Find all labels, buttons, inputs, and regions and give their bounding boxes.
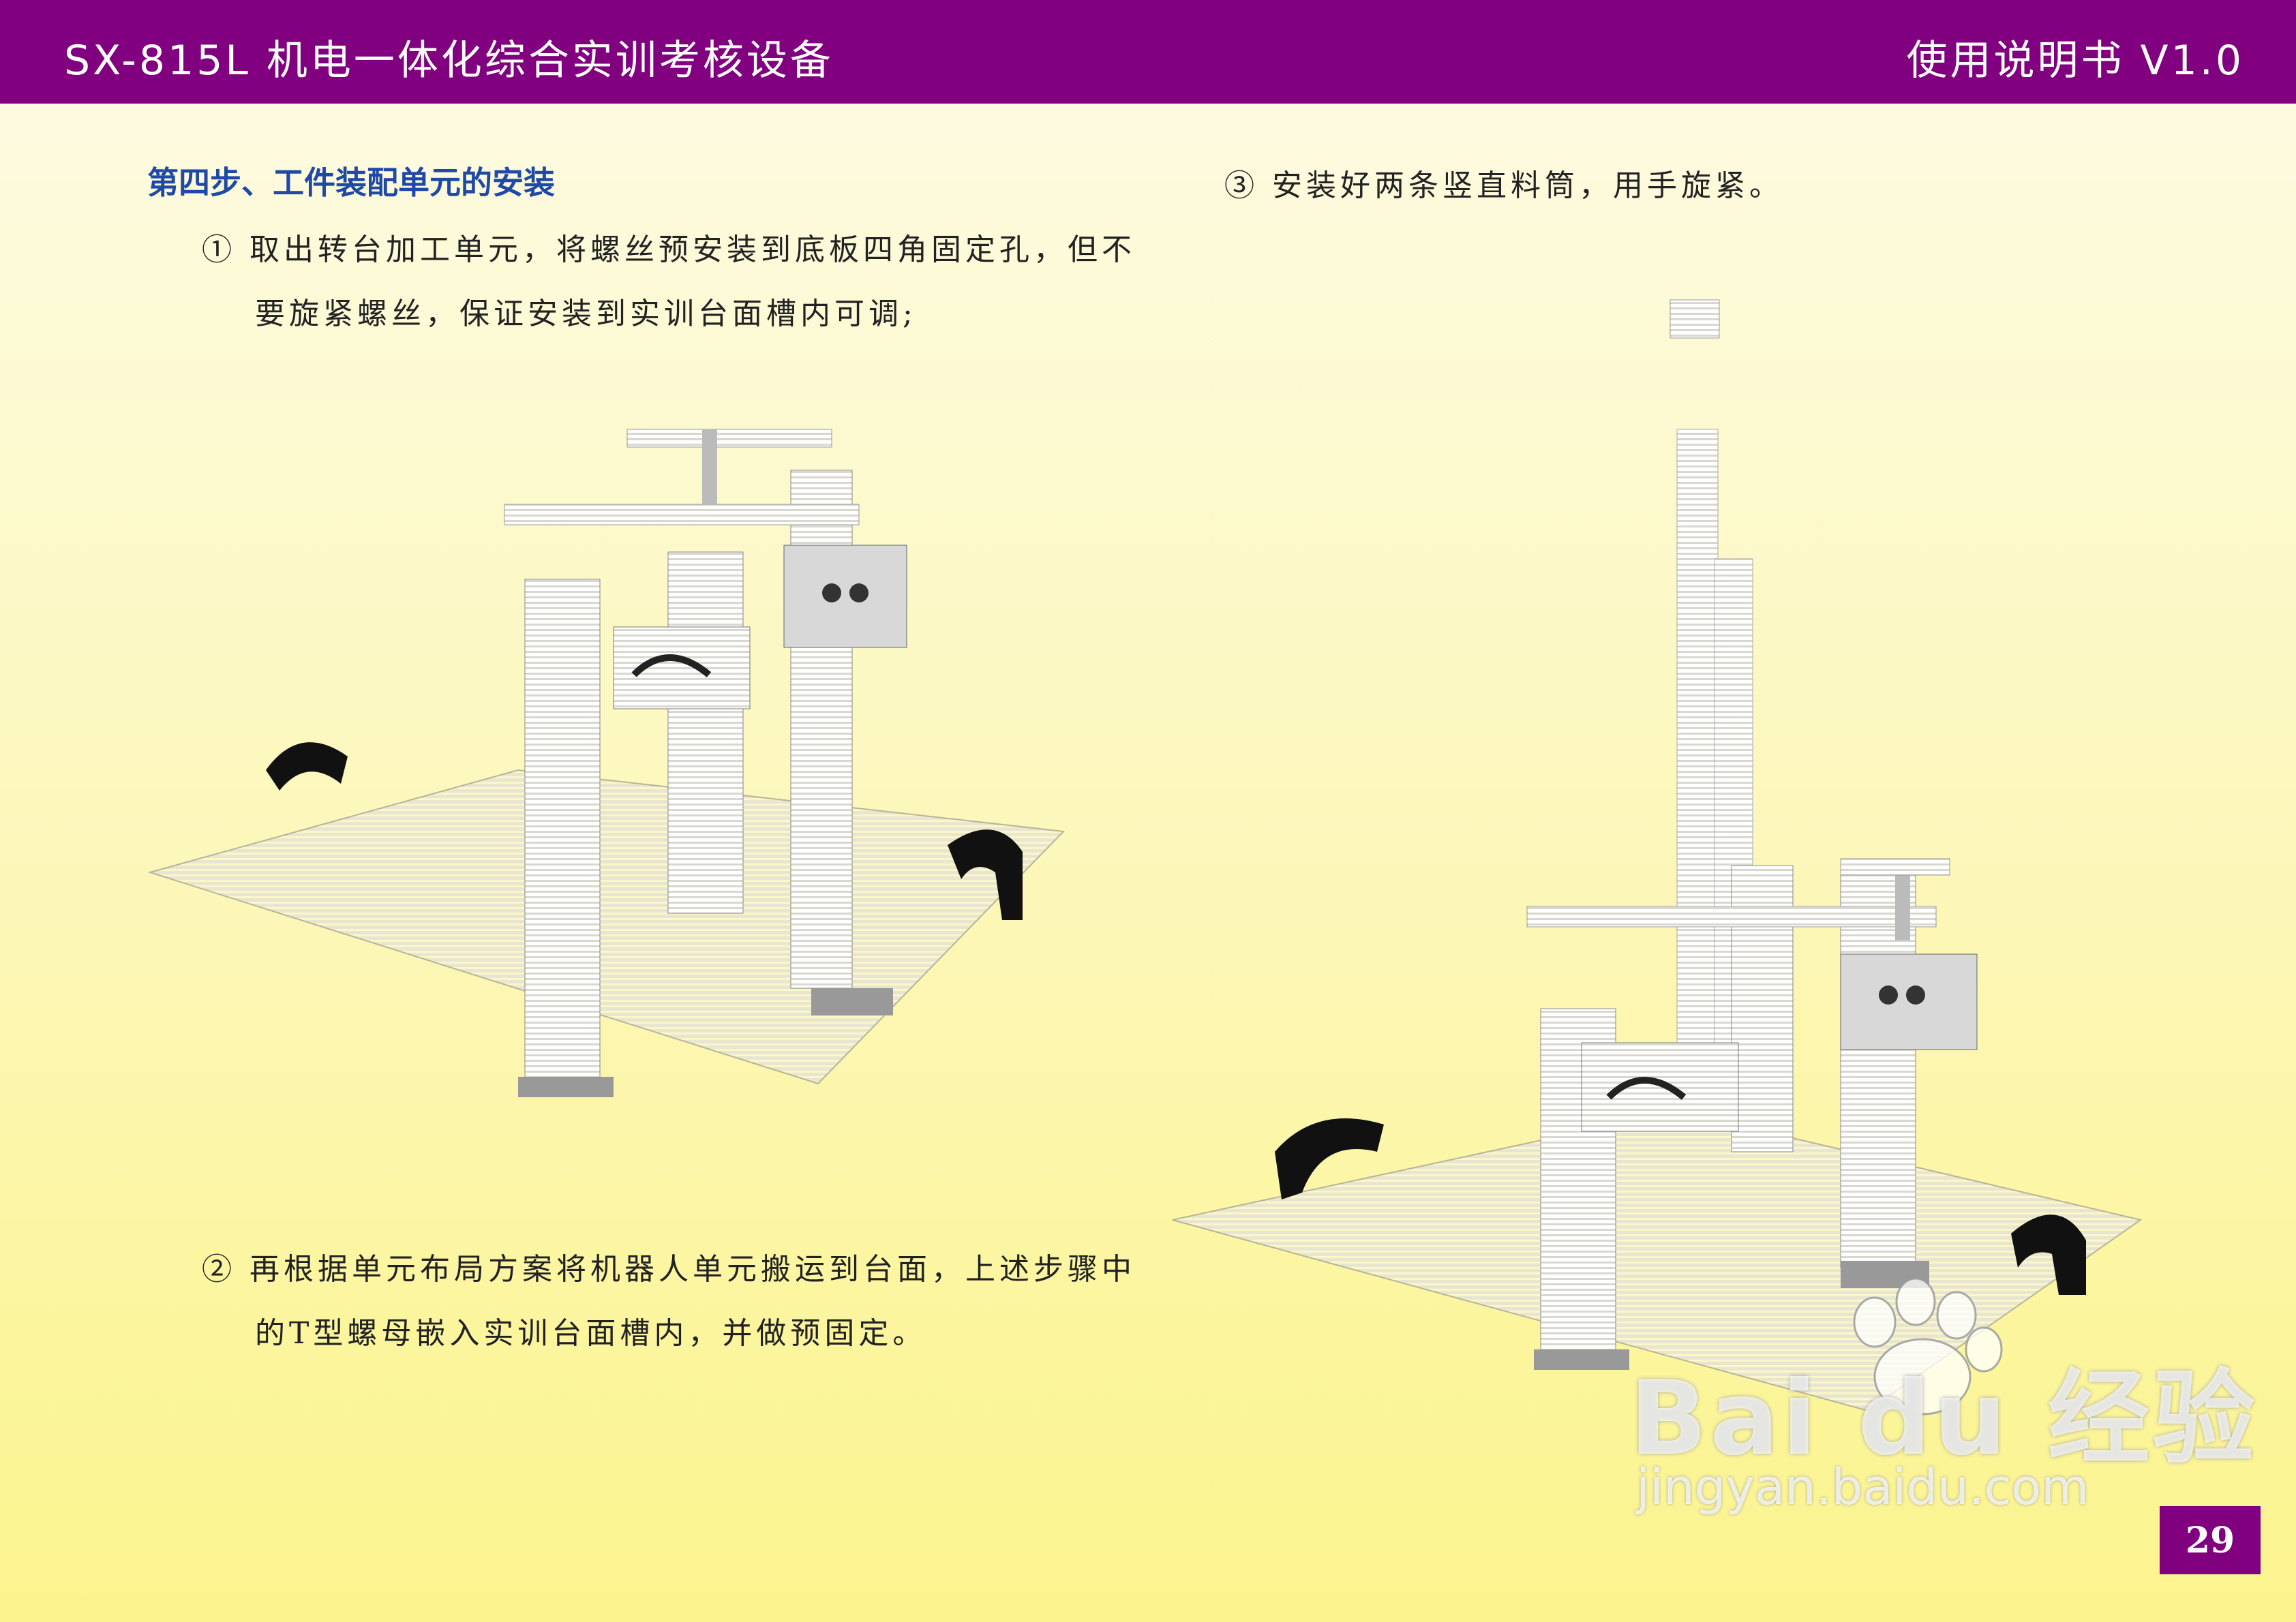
step-3-text: ③ 安装好两条竖直料筒，用手旋紧。 [1224,168,1783,203]
step-1-line-1: ① 取出转台加工单元，将螺丝预安装到底板四角固定孔，但不 [202,232,1136,267]
page-number: 29 [2160,1506,2261,1574]
step-1-line-2: 要旋紧螺丝，保证安装到实训台面槽内可调; [255,296,917,331]
step-2-line-1: ② 再根据单元布局方案将机器人单元搬运到台面，上述步骤中 [202,1252,1136,1287]
baidu-watermark: Bai du 经验 [1629,1360,2258,1478]
header-bar: SX-815L 机电一体化综合实训考核设备 使用说明书 V1.0 [0,0,2296,104]
assembly-unit-figure-2 [1172,299,2143,1411]
paw-logo-icon [1853,1277,2003,1416]
watermark-url: jingyan.baidu.com [1636,1458,2089,1516]
step-2-line-2: 的T型螺母嵌入实训台面槽内，并做预固定。 [255,1316,927,1351]
manual-version: 使用说明书 V1.0 [1906,37,2244,85]
document-title: SX-815L 机电一体化综合实训考核设备 [64,37,834,85]
section-title: 第四步、工件装配单元的安装 [147,164,555,201]
assembly-unit-figure-1 [147,429,1066,1097]
